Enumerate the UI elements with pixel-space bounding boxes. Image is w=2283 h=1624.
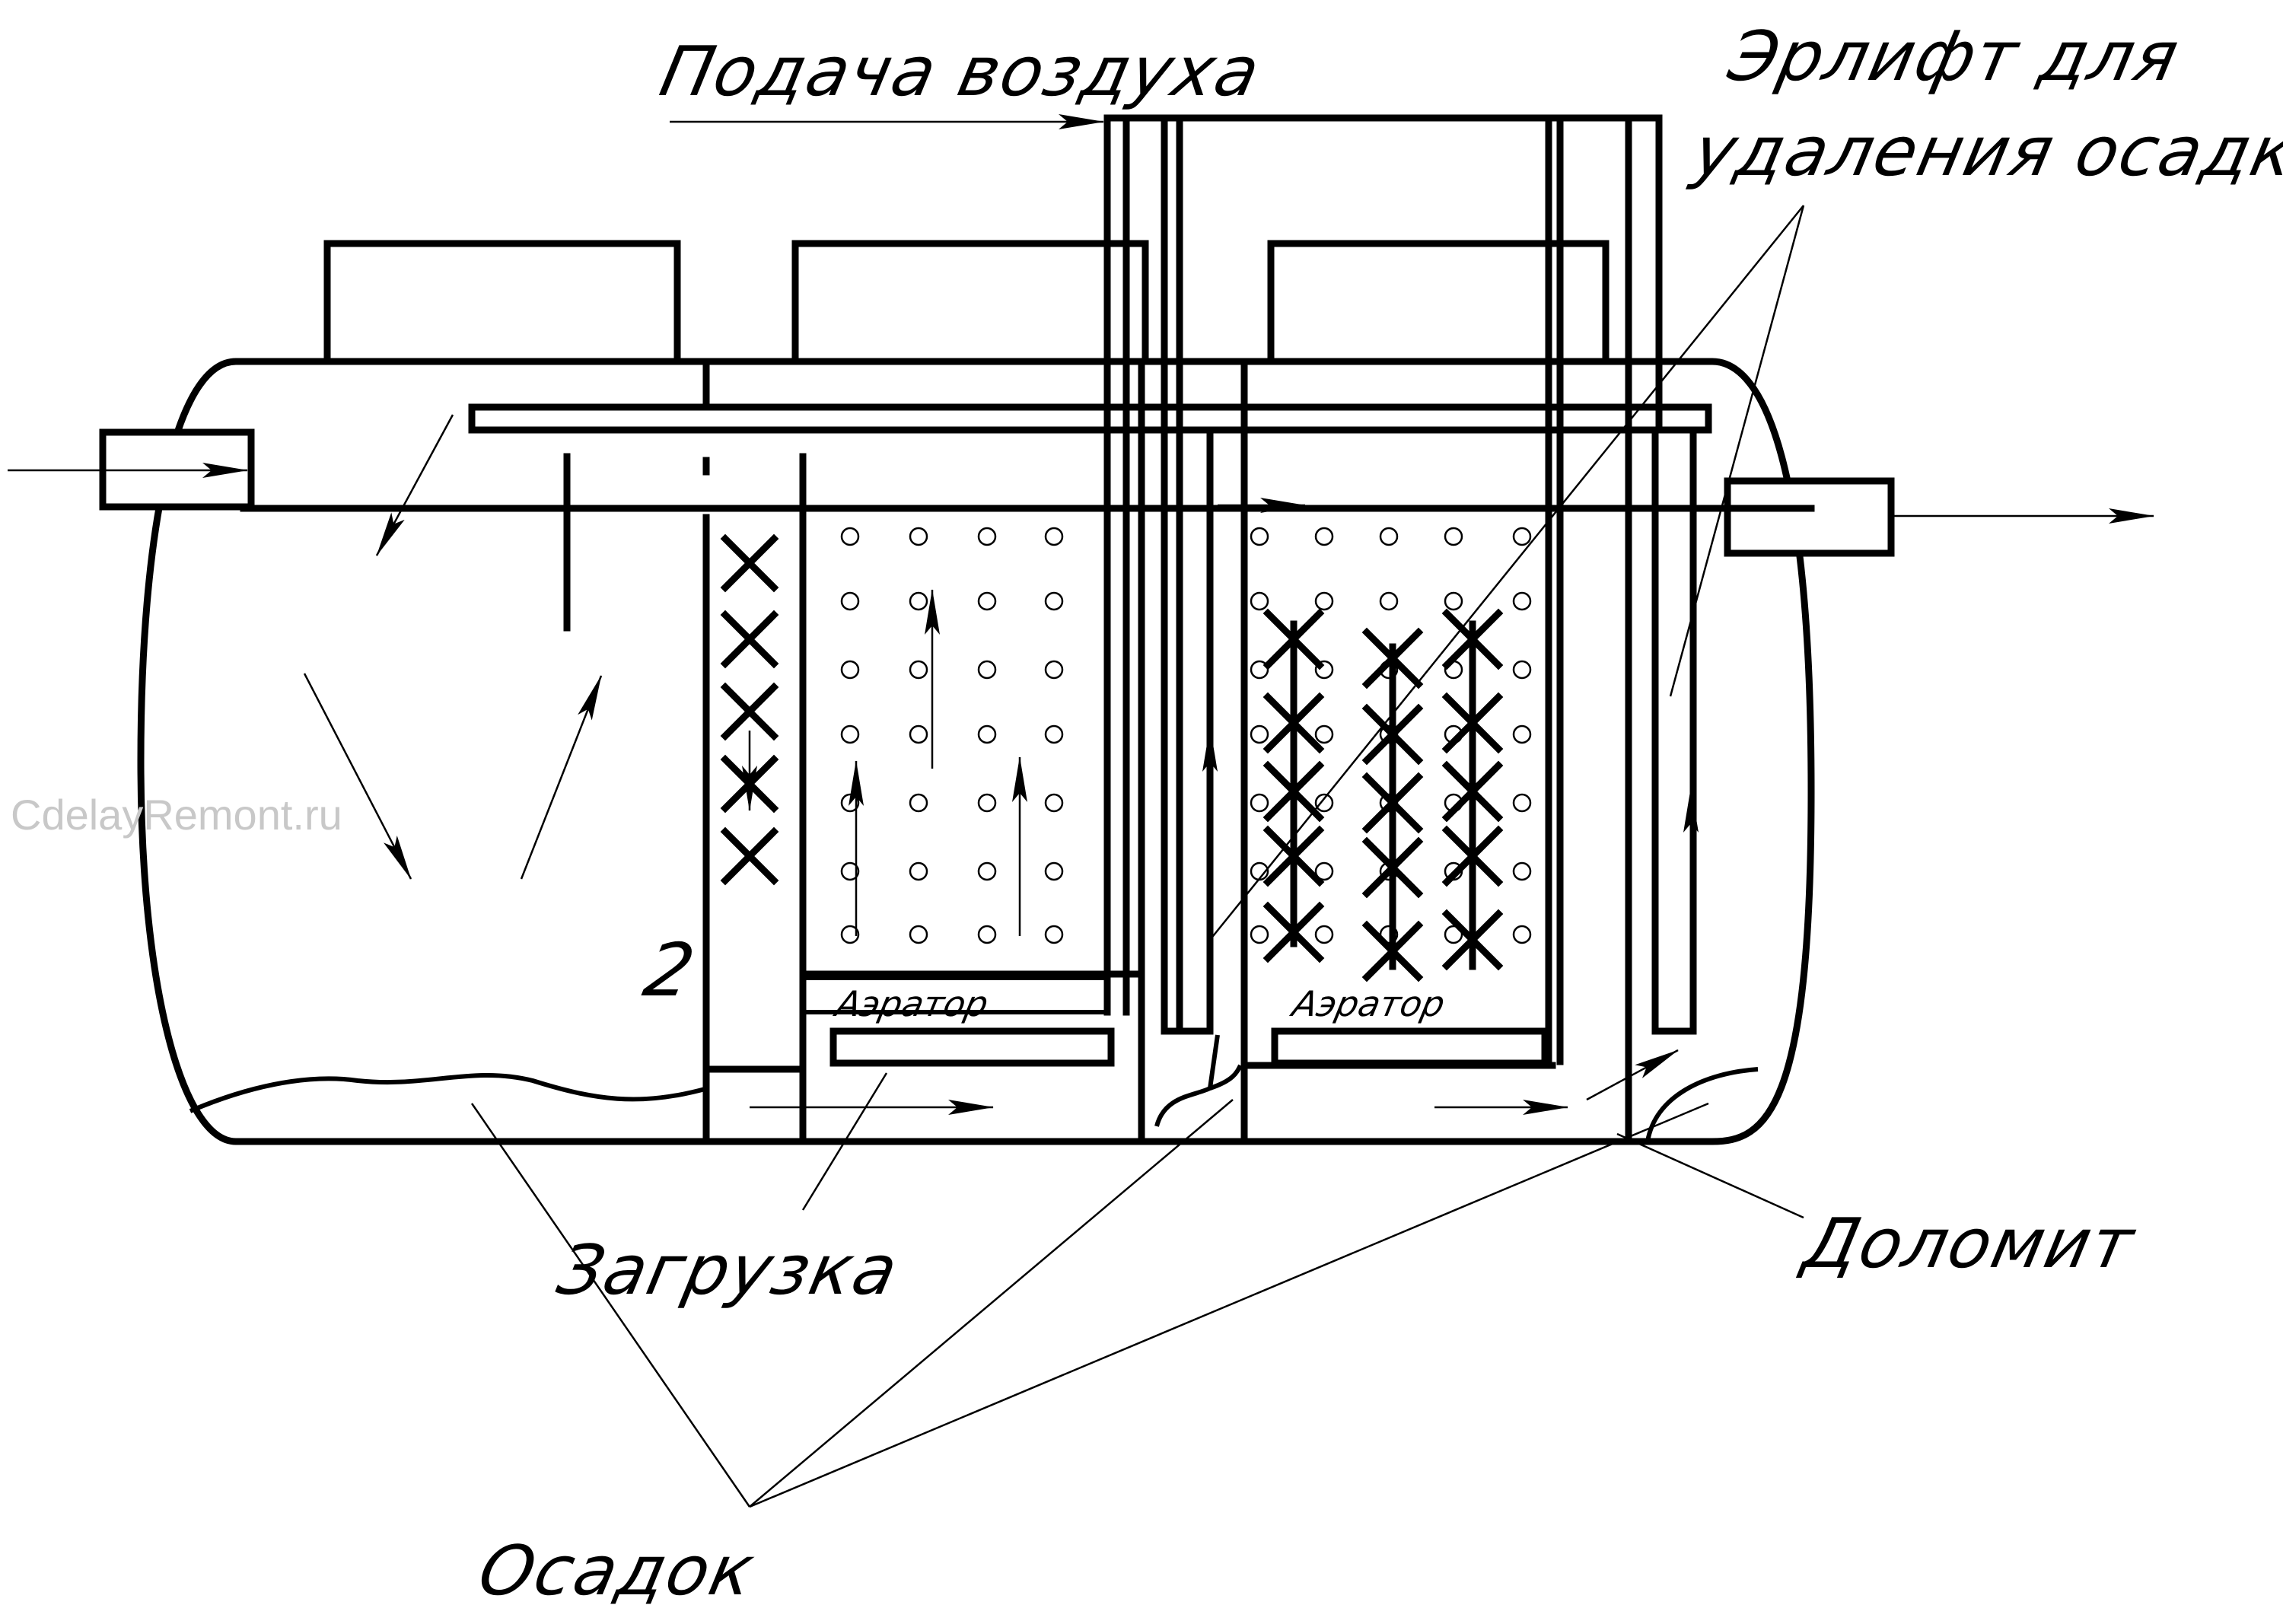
- media-dot: [1250, 724, 1269, 744]
- media-dot: [1444, 527, 1463, 546]
- dolomite-label: Доломит: [1794, 1205, 2143, 1284]
- media-dot: [1044, 527, 1064, 546]
- media-dot: [1314, 925, 1334, 944]
- aerator-1: [803, 976, 1115, 1067]
- media-dot: [1044, 793, 1064, 813]
- media-dot: [977, 724, 997, 744]
- media-dot: [1444, 591, 1463, 611]
- media-dot: [909, 724, 928, 744]
- media-dot: [1250, 527, 1269, 546]
- media-dot: [977, 861, 997, 881]
- media-dot: [1314, 861, 1334, 881]
- media-dot: [1314, 527, 1334, 546]
- media-dot: [1044, 660, 1064, 680]
- watermark: CdelayRemont.ru: [11, 791, 342, 839]
- media-dot: [1044, 925, 1064, 944]
- media-lines: [1290, 620, 1476, 970]
- media-dot: [1379, 591, 1399, 611]
- media-dot: [840, 591, 860, 611]
- media-dot: [840, 527, 860, 546]
- media-dot: [1512, 925, 1532, 944]
- media-dot: [1314, 724, 1334, 744]
- media-dot: [1512, 660, 1532, 680]
- service-hatches: [323, 240, 1610, 365]
- media-dot: [1444, 925, 1463, 944]
- media-dot: [977, 660, 997, 680]
- media-dot: [909, 925, 928, 944]
- media-cross: [720, 610, 779, 669]
- media-dot: [977, 793, 997, 813]
- airlift-tubes: [1154, 426, 1699, 1127]
- media-dot: [1314, 591, 1334, 611]
- media-dot: [1044, 591, 1064, 611]
- media-dot: [1044, 861, 1064, 881]
- media-cross: [720, 826, 779, 886]
- leader-lines: [470, 205, 1805, 1508]
- sediment-right: [1645, 1067, 1759, 1142]
- media-dot: [909, 527, 928, 546]
- media-dot: [840, 660, 860, 680]
- media-dot: [840, 861, 860, 881]
- distribution-pipe: [468, 403, 1712, 434]
- media-dot: [1314, 793, 1334, 813]
- media-dot: [909, 660, 928, 680]
- media-dot: [1250, 591, 1269, 611]
- media-dot: [1512, 527, 1532, 546]
- media-dot: [977, 591, 997, 611]
- air-supply-pipe: [1103, 114, 1663, 1065]
- media-dot: [1512, 861, 1532, 881]
- media-dot: [1250, 925, 1269, 944]
- media-dot: [1250, 793, 1269, 813]
- outlet-pipe: [1724, 477, 2154, 557]
- aerator-2: [1271, 1027, 1549, 1067]
- air-supply-label: Подача воздуха: [654, 33, 1268, 112]
- media-dot: [1512, 793, 1532, 813]
- loading-media-dots-1: [840, 527, 1064, 944]
- flow-arrows: [303, 114, 1679, 1115]
- sediment-left: [189, 1072, 708, 1113]
- media-dot: [1314, 660, 1334, 680]
- media-dot: [1379, 527, 1399, 546]
- media-dot: [909, 793, 928, 813]
- loading-label: Загрузка: [551, 1231, 906, 1310]
- media-cross: [720, 533, 779, 593]
- media-dot: [1044, 724, 1064, 744]
- aerator-1-label: Аэратор: [830, 983, 992, 1024]
- media-dot: [840, 925, 860, 944]
- airlift-label-2: удаления осадка: [1685, 113, 2283, 192]
- media-dot: [909, 861, 928, 881]
- media-dot: [977, 527, 997, 546]
- media-cross: [720, 682, 779, 741]
- media-dot: [977, 925, 997, 944]
- media-dot: [1512, 724, 1532, 744]
- airlift-label-1: Эрлифт для: [1721, 18, 2186, 97]
- media-dot: [840, 724, 860, 744]
- aerator-2-label: Аэратор: [1287, 983, 1448, 1024]
- sediment-label: Осадок: [472, 1532, 762, 1611]
- media-dot: [1512, 591, 1532, 611]
- inlet-pipe: [8, 428, 255, 511]
